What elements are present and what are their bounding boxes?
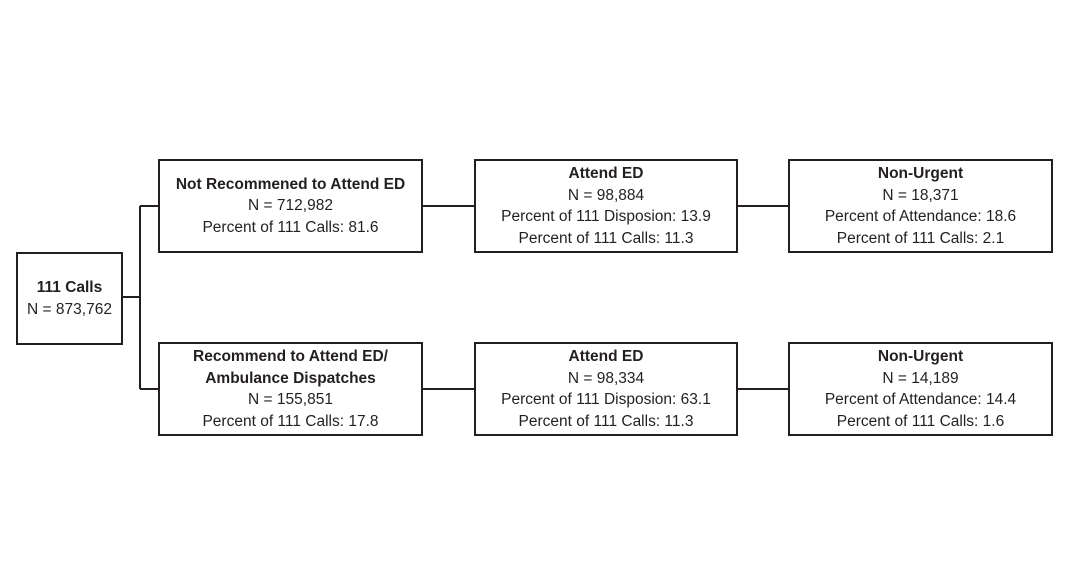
node-bottom-attend-ed: Attend ED N = 98,334 Percent of 111 Disp… — [474, 342, 738, 436]
node-top-attend-ed: Attend ED N = 98,884 Percent of 111 Disp… — [474, 159, 738, 253]
node-percent-attendance: Percent of Attendance: 14.4 — [824, 391, 1017, 408]
node-title: Non-Urgent — [877, 348, 964, 365]
node-percent-calls: Percent of 111 Calls: 2.1 — [836, 229, 1005, 247]
node-top-non-urgent: Non-Urgent N = 18,371 Percent of Attenda… — [788, 159, 1053, 253]
node-title-line-2: Ambulance Dispatches — [205, 369, 376, 387]
node-percent-calls: Percent of 111 Calls: 1.6 — [836, 412, 1005, 430]
node-percent-disposition: Percent of 111 Disposion: 63.1 — [501, 391, 711, 408]
node-count: N = 18,371 — [882, 186, 959, 204]
node-count: N = 155,851 — [248, 391, 333, 408]
node-title-line-1: Recommend to Attend ED/ — [193, 348, 388, 365]
node-count: N = 98,884 — [567, 186, 645, 204]
node-percent-calls: Percent of 111 Calls: 17.8 — [202, 412, 379, 430]
node-count: N = 98,334 — [567, 369, 645, 387]
node-title: 111 Calls — [36, 279, 103, 296]
node-title: Not Recommened to Attend ED — [175, 175, 406, 193]
node-percent-attendance: Percent of Attendance: 18.6 — [824, 208, 1017, 225]
root-node-111-calls: 111 Calls N = 873,762 — [16, 252, 123, 345]
node-percent-calls: Percent of 111 Calls: 81.6 — [202, 218, 379, 236]
node-not-recommended-attend-ed: Not Recommened to Attend ED N = 712,982 … — [158, 159, 423, 253]
node-percent-calls: Percent of 111 Calls: 11.3 — [518, 412, 694, 430]
node-percent-calls: Percent of 111 Calls: 11.3 — [518, 229, 694, 247]
node-count: N = 873,762 — [27, 300, 112, 318]
node-recommend-attend-ed-ambulance: Recommend to Attend ED/ Ambulance Dispat… — [158, 342, 423, 436]
node-bottom-non-urgent: Non-Urgent N = 14,189 Percent of Attenda… — [788, 342, 1053, 436]
node-title: Attend ED — [568, 165, 644, 182]
node-percent-disposition: Percent of 111 Disposion: 13.9 — [501, 208, 711, 225]
node-count: N = 712,982 — [248, 197, 333, 215]
node-title: Non-Urgent — [877, 165, 964, 182]
node-count: N = 14,189 — [882, 369, 959, 387]
node-title: Attend ED — [568, 348, 644, 365]
